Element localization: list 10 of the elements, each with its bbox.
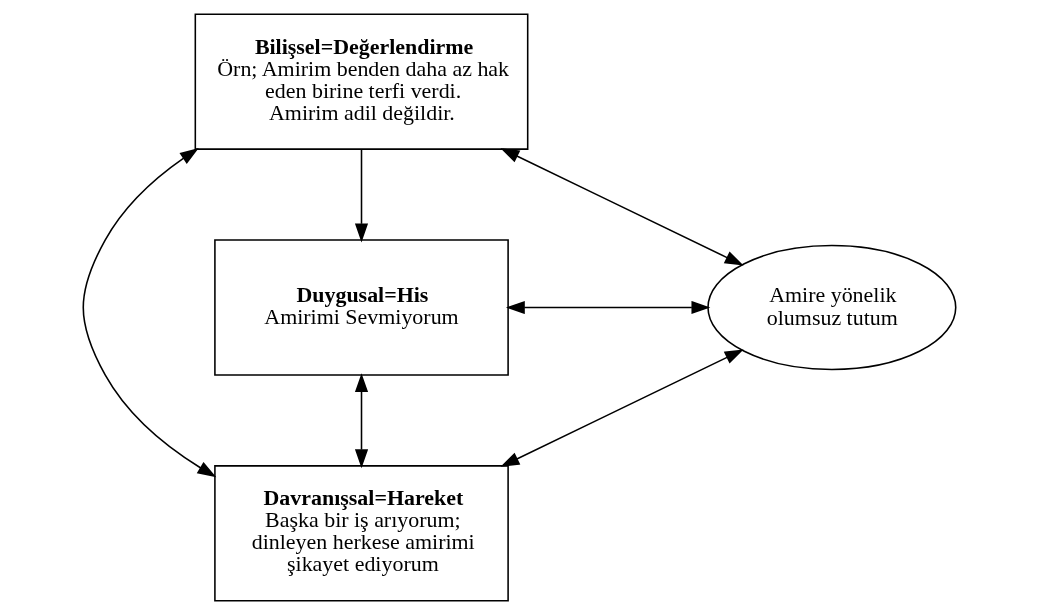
node-ellipse: Amire yönelik olumsuz tutum xyxy=(706,244,956,371)
arrow xyxy=(500,148,744,266)
node-box: Duygusal=His Amirimi Sevmiyorum xyxy=(213,239,509,376)
arrow xyxy=(500,349,744,467)
node-box: Davranışsal=Hareket Başka bir iş arıyorum; dinleyen herkese amirimi şikayet ediyorum xyxy=(213,465,509,602)
node-box: Bilişsel=Değerlendirme Örn; Amirim benden daha az hak eden birine terfi verdi. Amirim adil değildir. xyxy=(194,13,528,150)
arrow xyxy=(354,148,368,243)
arrow xyxy=(82,148,216,478)
arrow xyxy=(354,373,368,469)
arrow xyxy=(505,300,710,315)
